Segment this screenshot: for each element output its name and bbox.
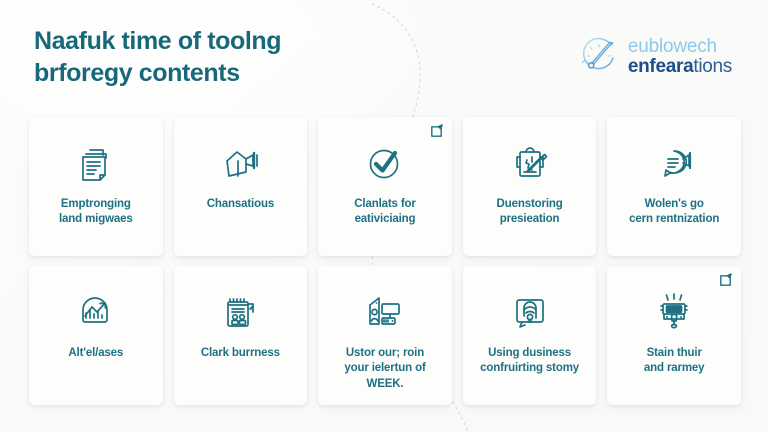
card-label: Clark burrness: [200, 347, 280, 359]
logo-line-2-strong: enfeara: [627, 55, 694, 77]
feature-card[interactable]: Alt'el/ases: [29, 266, 163, 405]
feature-card[interactable]: Wolen's go cern rentnization: [607, 117, 741, 256]
feature-card[interactable]: Clark burrness: [173, 266, 308, 405]
feature-card[interactable]: Emptronging land migwaes: [29, 117, 163, 256]
logo-wordmark: eublowech enfearations: [628, 37, 732, 76]
card-label: Emptronging land migwaes: [58, 198, 133, 226]
expand-corner-icon[interactable]: [429, 124, 444, 139]
page-title: Naafuk time of toolng brforegy contents: [34, 27, 282, 87]
card-label: Ustor our; roin your ielertun of WEEK.: [344, 347, 426, 390]
clipboard-pencil-icon: [506, 139, 554, 187]
card-label: Wolen's go cern rentnization: [629, 198, 720, 226]
expand-corner-icon[interactable]: [718, 273, 733, 288]
feature-card[interactable]: Chansatious: [173, 117, 308, 256]
feature-card[interactable]: Using dusiness confruirting stomy: [462, 266, 597, 405]
feature-card[interactable]: Duenstoring presieation: [462, 117, 597, 256]
logo-line-1: eublowech: [627, 35, 717, 57]
feature-card[interactable]: Ustor our; roin your ielertun of WEEK.: [318, 266, 452, 405]
card-label: Stain thuir and rarmey: [643, 347, 705, 375]
report-people-icon: [216, 288, 264, 336]
feature-card-grid: Emptronging land migwaes Chansatious: [29, 117, 741, 405]
card-label: Chansatious: [206, 198, 275, 210]
card-label: Alt'el/ases: [68, 347, 124, 359]
brand-logo[interactable]: eublowech enfearations: [577, 34, 732, 78]
card-label: Duenstoring presieation: [496, 198, 563, 226]
card-label: Using dusiness confruirting stomy: [480, 347, 580, 375]
chart-growth-icon: [72, 288, 120, 336]
gauge-compass-icon: [577, 34, 621, 78]
header: Naafuk time of toolng brforegy contents: [34, 26, 748, 102]
house-megaphone-icon: [216, 139, 264, 187]
feature-card[interactable]: Stain thuir and rarmey: [607, 266, 741, 405]
logo-line-2-rest: tions: [693, 55, 732, 77]
logo-line-2: enfearations: [628, 57, 732, 76]
card-label: Clanlats for eativiciaing: [354, 198, 416, 226]
check-circle-icon: [361, 139, 409, 187]
document-stack-icon: [72, 139, 120, 187]
feature-card[interactable]: Clanlats for eativiciaing: [318, 117, 452, 256]
person-monitor-icon: [361, 288, 409, 336]
device-rays-icon: [650, 288, 698, 336]
screen-idea-icon: [506, 288, 554, 336]
speech-bubble-icon: [650, 139, 698, 187]
